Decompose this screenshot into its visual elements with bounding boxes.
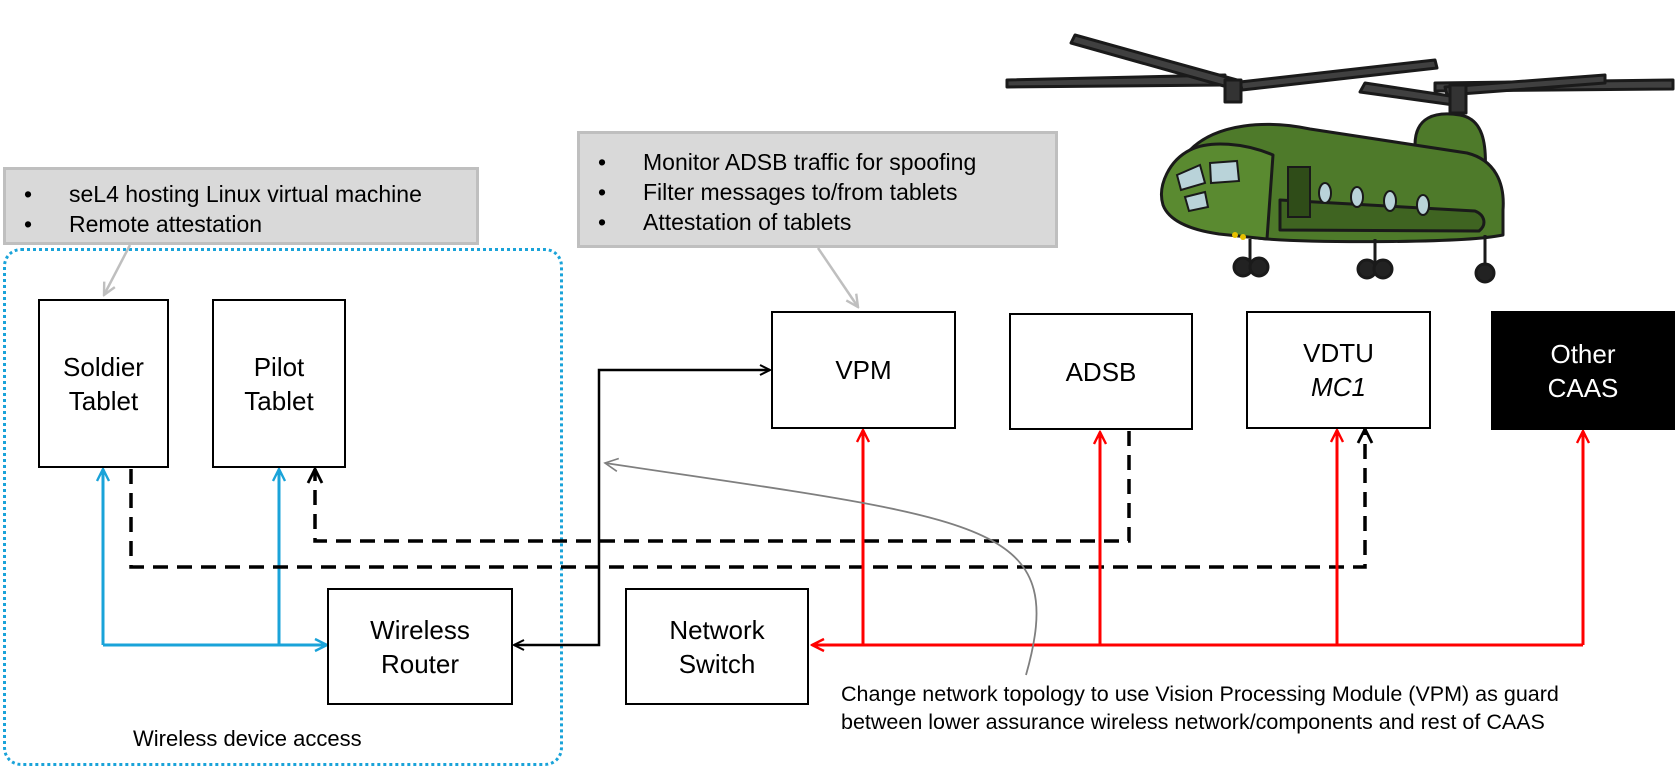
box-label: VDTU bbox=[1303, 338, 1374, 368]
adsb-box: ADSB bbox=[1009, 313, 1193, 430]
box-label: Pilot bbox=[253, 351, 305, 382]
box-label: CAAS bbox=[1547, 372, 1619, 403]
box-label: Network bbox=[669, 614, 765, 645]
vdtu-box: VDTU MC1 bbox=[1246, 311, 1431, 429]
box-label: Tablet bbox=[68, 385, 139, 416]
box-label: Router bbox=[380, 648, 460, 679]
box-label: VPM bbox=[835, 355, 892, 385]
soldier-tablet-box: Soldier Tablet bbox=[38, 299, 169, 468]
wireless-router-box: Wireless Router bbox=[327, 588, 513, 705]
adsb-pilot-dashed-link bbox=[315, 431, 1131, 543]
box-label: Soldier bbox=[63, 351, 144, 382]
soldier-vdtu-dashed-link bbox=[129, 429, 1365, 569]
annotation-pointer bbox=[605, 463, 1038, 676]
vpm-box: VPM bbox=[771, 311, 956, 429]
vpm-callout: Monitor ADSB traffic for spoofing Filter… bbox=[577, 131, 1058, 248]
annotation-line: between lower assurance wireless network… bbox=[841, 710, 1545, 734]
box-label: Tablet bbox=[244, 385, 314, 416]
box-label: Switch bbox=[678, 648, 756, 679]
callout-bullet: Attestation of tablets bbox=[598, 207, 1055, 237]
box-label: Wireless bbox=[370, 614, 470, 645]
callout-bullet: Monitor ADSB traffic for spoofing bbox=[598, 147, 1055, 177]
callout-bullet: Remote attestation bbox=[24, 209, 476, 239]
router-vpm-link bbox=[514, 370, 770, 645]
annotation-line: Change network topology to use Vision Pr… bbox=[841, 682, 1559, 706]
callout-pointer bbox=[104, 244, 132, 295]
pilot-tablet-box: Pilot Tablet bbox=[212, 299, 346, 468]
helicopter-illustration bbox=[1005, 33, 1675, 284]
other-caas-box: Other CAAS bbox=[1491, 311, 1675, 430]
callout-pointer bbox=[816, 247, 858, 307]
sel4-callout: seL4 hosting Linux virtual machine Remot… bbox=[3, 167, 479, 245]
box-sublabel: MC1 bbox=[1311, 372, 1366, 402]
group-label: Wireless device access bbox=[133, 726, 362, 751]
callout-bullet: Filter messages to/from tablets bbox=[598, 177, 1055, 207]
network-switch-box: Network Switch bbox=[625, 588, 809, 705]
callout-bullet: seL4 hosting Linux virtual machine bbox=[24, 179, 476, 209]
topology-annotation: Change network topology to use Vision Pr… bbox=[841, 680, 1559, 736]
box-label: Other bbox=[1550, 338, 1616, 369]
box-label: ADSB bbox=[1065, 356, 1137, 387]
